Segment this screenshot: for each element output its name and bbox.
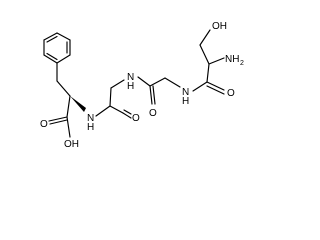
label-amide-n-middle-h: H — [127, 81, 134, 92]
molecule-drawing: OH NH 2 N H O O N H N H O O OH — [40, 21, 244, 150]
stereo-wedge-phe — [70, 96, 86, 112]
phenyl-ring — [43, 32, 71, 64]
label-acid-o: O — [40, 119, 48, 130]
label-amide-o-left: O — [132, 113, 140, 124]
label-amide-n-middle: N — [127, 72, 134, 83]
label-amide-n-left-h: H — [87, 122, 94, 133]
label-amide-n-right-h: H — [182, 96, 189, 107]
label-amide-o-middle: O — [149, 108, 157, 119]
label-amide-o-right: O — [227, 88, 235, 99]
atom-labels: OH NH 2 N H O O N H N H O O OH — [40, 21, 244, 150]
label-acid-oh: OH — [64, 139, 79, 150]
label-amide-n-left: N — [87, 113, 94, 124]
label-hydroxyl-top: OH — [212, 21, 227, 32]
glycine-left — [95, 79, 132, 119]
label-amino-subscript: 2 — [240, 60, 244, 67]
phenylalanine-backbone — [48, 62, 86, 138]
label-amino-n: NH — [225, 54, 239, 65]
chemical-structure: OH NH 2 N H O O N H N H O O OH — [40, 21, 244, 150]
glycine-middle — [137, 76, 181, 105]
label-amide-n-right: N — [182, 87, 189, 98]
serine-residue — [192, 29, 225, 95]
